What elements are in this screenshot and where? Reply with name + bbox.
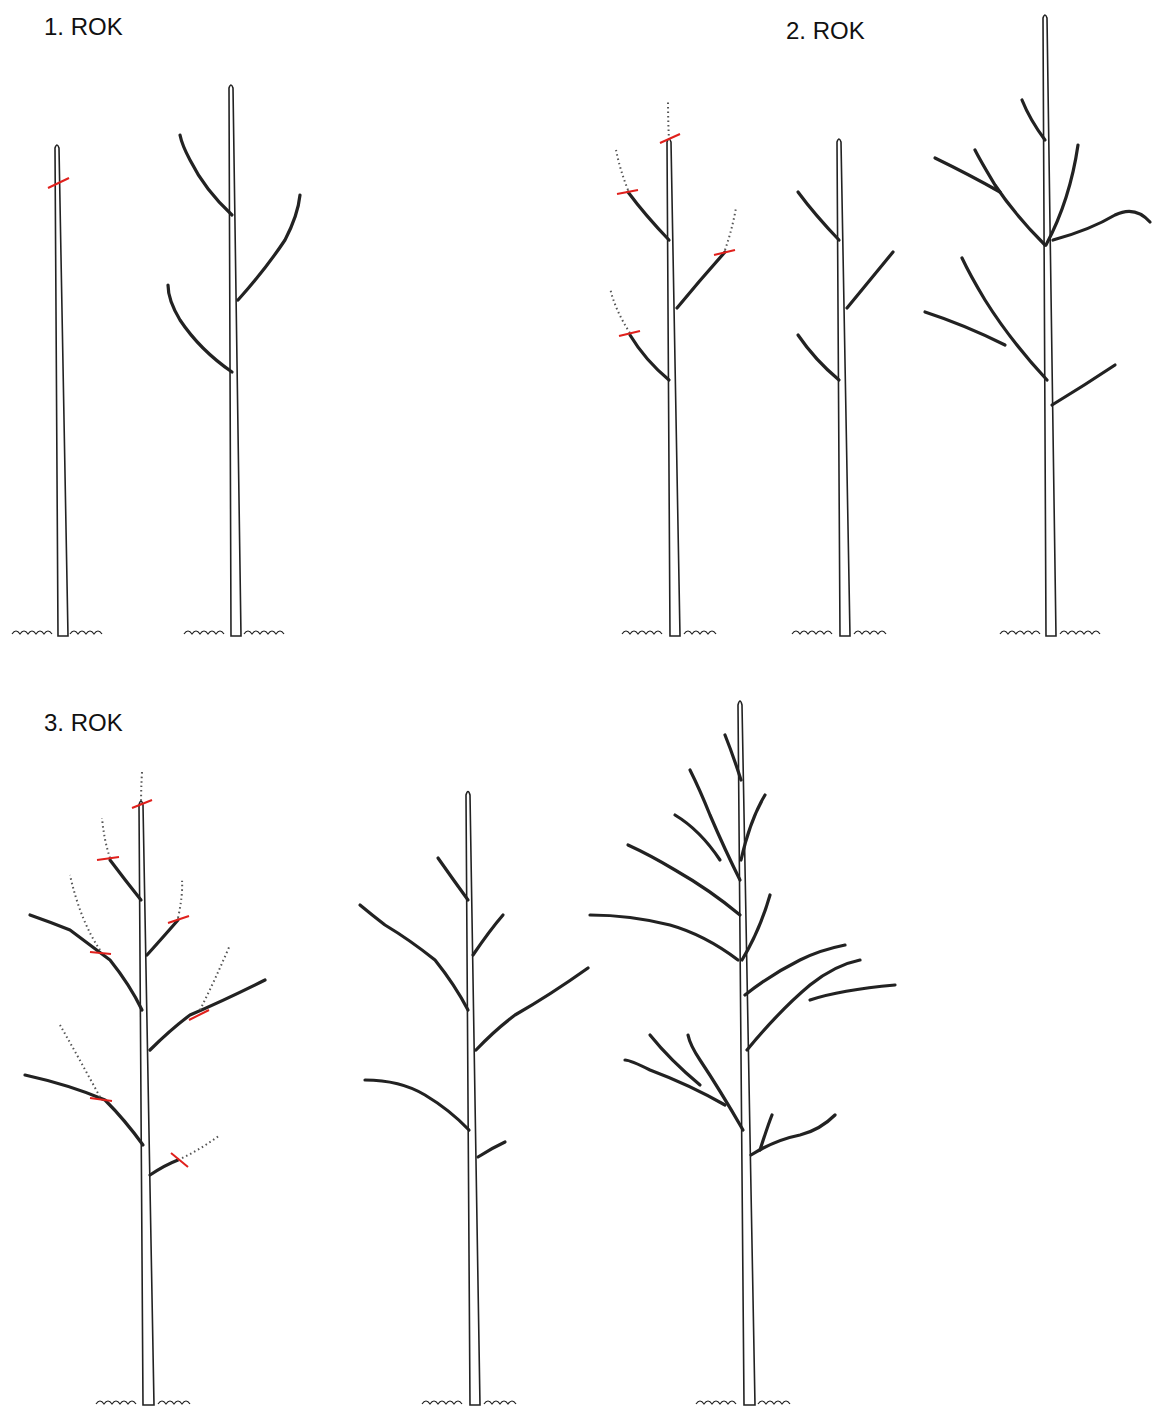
tree-3a [25,772,265,1405]
tree-2c [925,15,1150,636]
tree-3b [360,792,588,1406]
tree-2b [792,139,893,636]
tree-3c [590,701,895,1405]
tree-1a [12,145,102,636]
year-label: 3. ROK [44,710,123,736]
year-label: 2. ROK [786,18,865,44]
tree-1b [168,85,300,636]
tree-2a [610,100,736,636]
year-label: 1. ROK [44,14,123,40]
